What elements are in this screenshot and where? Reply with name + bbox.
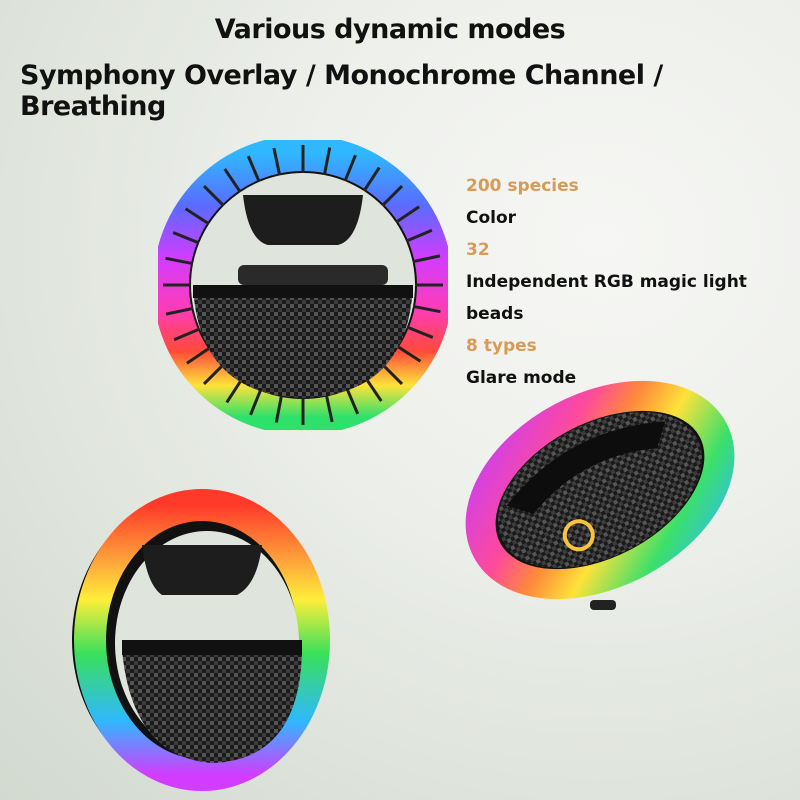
rgb-ring-device-front: [158, 140, 448, 430]
spec-modes-value: 8 types: [466, 336, 537, 356]
rgb-ring-device-angled: [62, 485, 332, 795]
spec-modes-label: Glare mode: [466, 368, 577, 388]
spec-colors-label: Color: [466, 208, 517, 228]
spec-beads-value: 32: [466, 240, 490, 260]
spec-colors-value: 200 species: [466, 176, 579, 196]
spec-list: 200 species Color 32 Independent RGB mag…: [466, 170, 800, 394]
page-title: Various dynamic modes: [214, 14, 566, 45]
rgb-ring-device-tilted: [450, 350, 750, 630]
page-subtitle: Symphony Overlay / Monochrome Channel / …: [20, 60, 663, 122]
spec-beads-label: Independent RGB magic light beads: [466, 272, 747, 324]
